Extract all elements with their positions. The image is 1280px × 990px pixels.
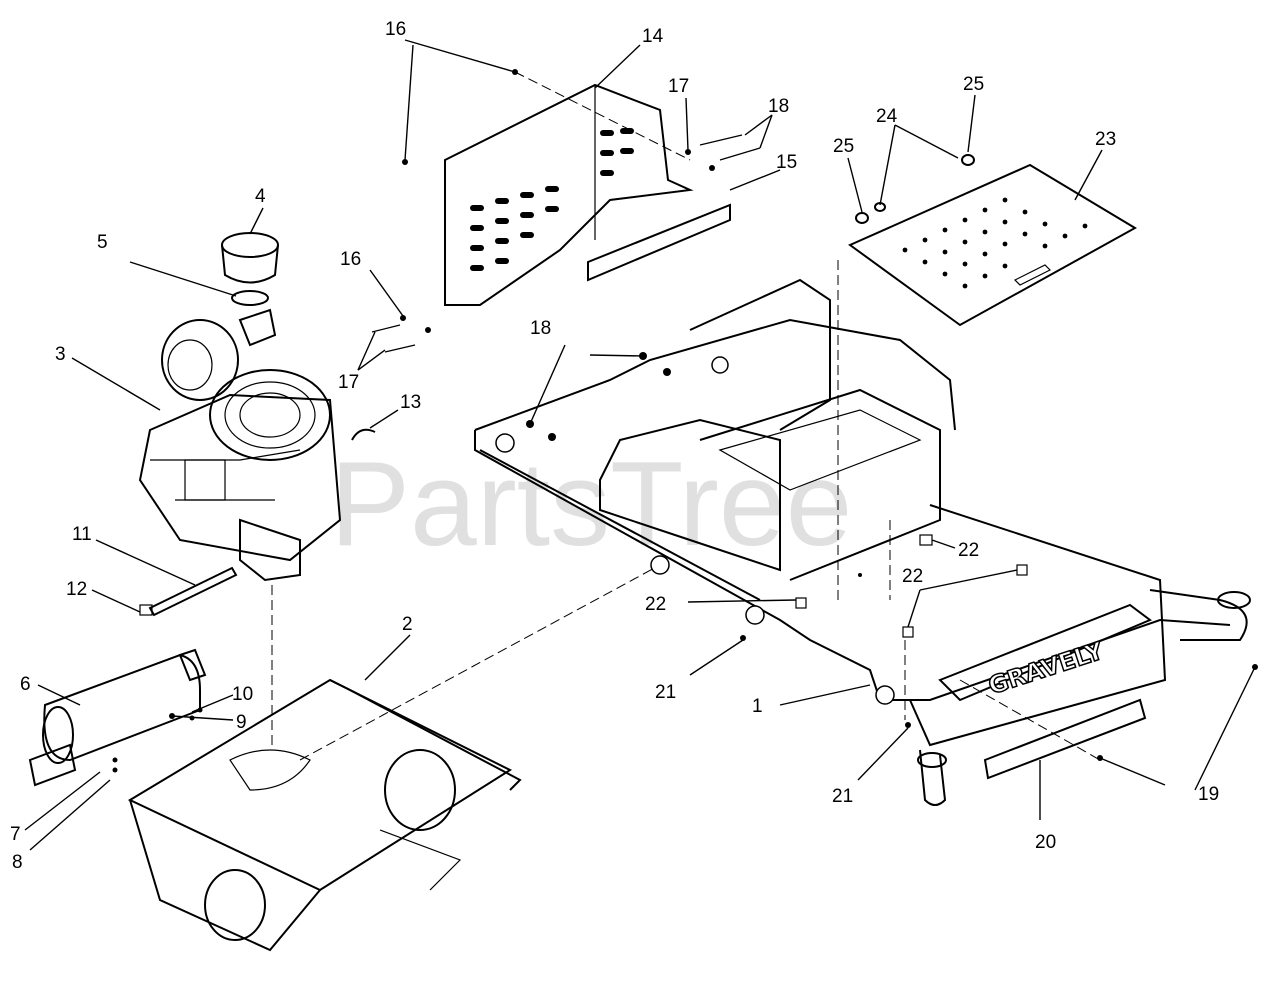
callout-8: 8: [12, 852, 23, 873]
callout-19: 18: [530, 318, 551, 339]
callout-11: 11: [72, 524, 92, 545]
callout-1: 1: [752, 696, 763, 717]
callout-16: 19: [1198, 784, 1219, 805]
callout-7: 7: [10, 824, 21, 845]
oil-drain-hose: [139, 566, 238, 617]
engine-mount-frame: [127, 678, 522, 952]
callout-23: 23: [1095, 129, 1116, 150]
callout-17: 16: [340, 249, 361, 270]
callout-21: 21: [655, 682, 676, 703]
muffler: [28, 648, 207, 787]
watermark-text: PartsTree: [330, 437, 852, 571]
floor-plate: [848, 163, 1138, 327]
front-shield-strip: [983, 698, 1147, 780]
callout-16: 16: [385, 19, 406, 40]
callout-2: 2: [402, 614, 413, 635]
gravely-logo: GRAVELY: [985, 636, 1107, 700]
callout-3: 3: [55, 344, 66, 365]
air-cleaner-cap: [221, 232, 279, 284]
callout-20: 20: [1035, 832, 1056, 853]
callout-18: 18: [768, 96, 789, 117]
callout-22: 22: [958, 540, 979, 561]
callout-14: 14: [642, 26, 664, 47]
callout-24: 24: [876, 106, 898, 127]
callout-22: 22: [645, 594, 666, 615]
callout-4: 4: [255, 186, 266, 207]
callout-21: 21: [832, 786, 853, 807]
callout-25: 25: [833, 136, 854, 157]
heat-shield-strip: [587, 203, 731, 282]
callouts: 16 14 17 18 15 4 5 16 17 3 13 18 11 12 6…: [10, 19, 1219, 873]
clamp-ring: [231, 290, 269, 306]
callout-6: 6: [20, 674, 31, 695]
leader-lines: [24, 39, 1256, 851]
alignment-lines: [271, 71, 1101, 761]
callout-17: 17: [668, 76, 689, 97]
engine: [138, 308, 342, 582]
callout-12: 12: [66, 579, 87, 600]
side-shield: [444, 83, 694, 306]
callout-18: 17: [338, 372, 359, 393]
callout-5: 5: [97, 232, 108, 253]
callout-15: 15: [776, 152, 797, 173]
hose-clip: [351, 428, 376, 441]
callout-25: 25: [963, 74, 984, 95]
callout-13: 13: [400, 392, 421, 413]
callout-9: 9: [236, 712, 247, 733]
callout-22: 22: [902, 566, 923, 587]
callout-10: 10: [232, 684, 253, 705]
